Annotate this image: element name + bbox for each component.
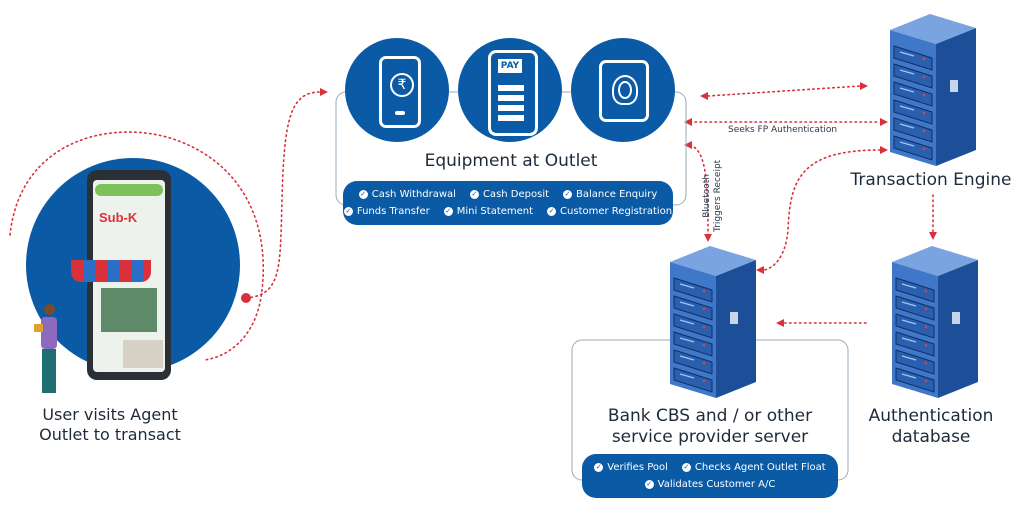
sub-k-logo: Sub-K xyxy=(99,210,138,225)
user-to-outlet-line xyxy=(245,91,321,299)
bank-services-pill: ✓Verifies Pool ✓Checks Agent Outlet Floa… xyxy=(582,454,838,498)
engine-label: Transaction Engine xyxy=(850,170,1012,190)
check-icon: ✓ xyxy=(563,190,573,199)
phone-screen: Sub-K xyxy=(71,180,165,372)
check-icon: ✓ xyxy=(681,463,691,472)
arrowhead xyxy=(929,232,937,240)
check-icon: ✓ xyxy=(358,190,368,199)
check-icon: ✓ xyxy=(343,207,353,216)
bluetooth-edge-label: Bluetooth Triggers Receipt xyxy=(702,159,723,232)
service-verifies-pool: ✓Verifies Pool xyxy=(594,462,668,473)
transaction-engine-server-icon xyxy=(880,10,984,170)
arrowhead xyxy=(756,266,764,274)
outlet-label: Equipment at Outlet xyxy=(424,151,598,171)
arrowhead xyxy=(320,88,328,96)
arrowhead xyxy=(704,234,712,242)
check-icon: ✓ xyxy=(547,207,557,216)
arrowhead xyxy=(860,82,868,90)
check-icon: ✓ xyxy=(443,207,453,216)
arrowhead xyxy=(684,118,692,126)
engine-to-bank-line xyxy=(763,149,881,271)
arrowhead xyxy=(880,146,888,154)
person-figure xyxy=(34,304,60,396)
service-mini-statement: ✓Mini Statement xyxy=(443,206,534,217)
bank-label: Bank CBS and / or other service provider… xyxy=(607,406,813,447)
check-icon: ✓ xyxy=(594,463,604,472)
engine-to-outlet-line xyxy=(707,85,861,97)
user-node-dot xyxy=(241,293,251,303)
user-label: User visits Agent Outlet to transact xyxy=(39,405,181,444)
auth-database-server-icon xyxy=(882,242,986,402)
arrowhead xyxy=(880,118,888,126)
awning xyxy=(71,260,151,282)
arrowhead xyxy=(776,319,784,327)
shop-steps xyxy=(123,340,163,368)
search-bar xyxy=(95,184,163,196)
service-customer-registration: ✓Customer Registration xyxy=(547,206,673,217)
rupee-phone-icon: ₹ xyxy=(345,38,449,142)
storefront-phone: Sub-K xyxy=(71,170,171,380)
arrowhead xyxy=(684,141,692,149)
fp-auth-label: Seeks FP Authentication xyxy=(728,125,838,135)
outlet-services-pill: ✓Cash Withdrawal ✓Cash Deposit ✓Balance … xyxy=(343,181,673,225)
pos-terminal-icon: PAY xyxy=(458,38,562,142)
service-validates-account: ✓Validates Customer A/C xyxy=(644,479,776,490)
user-arc xyxy=(9,131,264,361)
service-checks-float: ✓Checks Agent Outlet Float xyxy=(681,462,826,473)
shop-window xyxy=(101,288,157,332)
bank-server-icon xyxy=(660,242,764,402)
service-cash-deposit: ✓Cash Deposit xyxy=(469,189,550,200)
bluetooth-line xyxy=(689,144,709,236)
service-funds-transfer: ✓Funds Transfer xyxy=(343,206,430,217)
service-balance-enquiry: ✓Balance Enquiry xyxy=(563,189,658,200)
auth-label: Authentication database xyxy=(868,406,994,447)
fingerprint-tablet-icon xyxy=(571,38,675,142)
check-icon: ✓ xyxy=(644,480,654,489)
check-icon: ✓ xyxy=(469,190,479,199)
arrowhead xyxy=(700,92,708,100)
service-cash-withdrawal: ✓Cash Withdrawal xyxy=(358,189,456,200)
